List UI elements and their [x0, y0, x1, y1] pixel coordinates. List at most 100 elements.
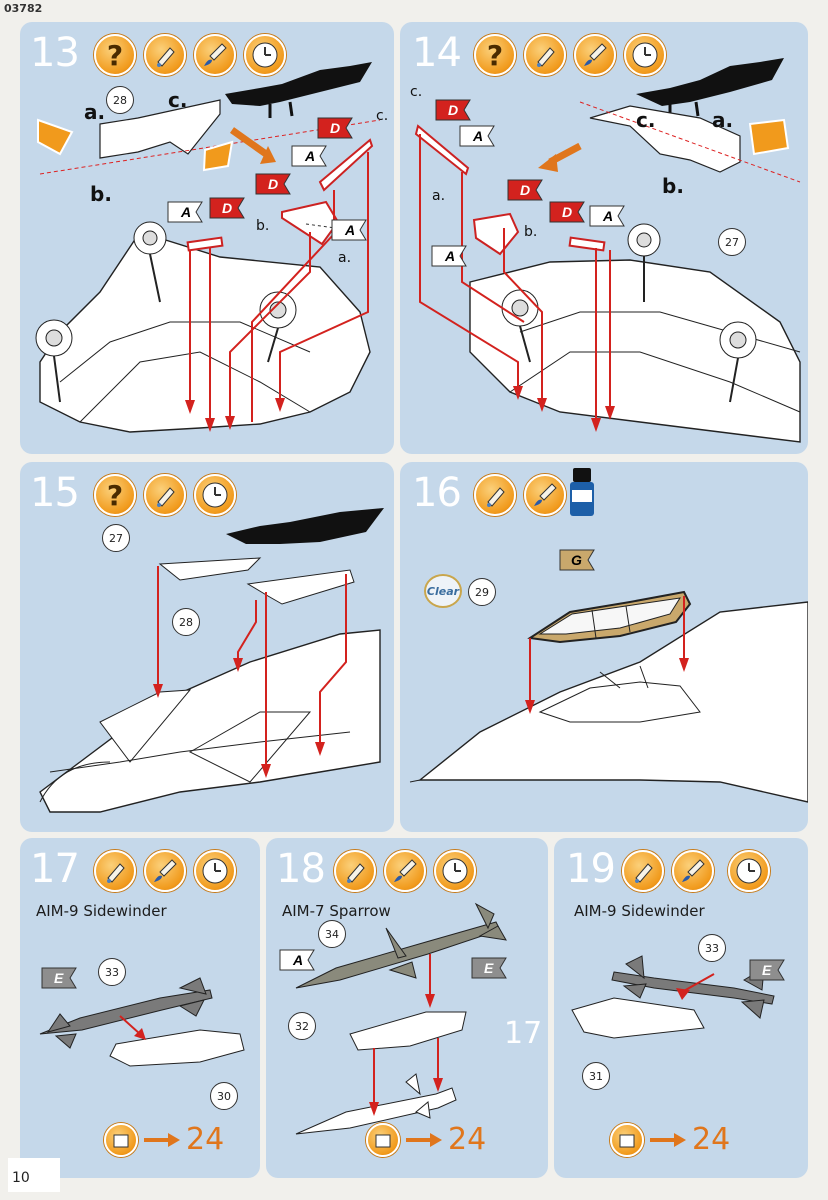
page-number: 10: [8, 1158, 60, 1192]
clock-icon: [624, 34, 666, 76]
svg-text:E: E: [484, 960, 494, 976]
go-to-step-number: 24: [186, 1122, 225, 1157]
step-16-panel: 16 Clear 29 G: [400, 462, 808, 832]
step-number: 13: [30, 30, 80, 76]
svg-text:E: E: [762, 962, 772, 978]
arrow-right-icon: [144, 1132, 180, 1147]
part-callout: 27: [718, 228, 746, 256]
label-c-small: c.: [376, 108, 389, 124]
glue-icon: [622, 850, 664, 892]
decal-flag-a: A: [331, 219, 367, 241]
svg-text:D: D: [330, 120, 340, 136]
part-callout: 29: [468, 578, 496, 606]
clock-icon: [434, 850, 476, 892]
clock-icon: [244, 34, 286, 76]
go-to-step: 24: [104, 1122, 224, 1157]
step-subtitle: AIM-9 Sidewinder: [574, 902, 705, 920]
step-number: 17: [30, 846, 80, 892]
step-19-panel: 19 AIM-9 Sidewinder 33 31 E 24: [554, 838, 808, 1178]
part-callout: 33: [698, 934, 726, 962]
decal-flag-d: D: [435, 99, 471, 121]
decal-flag-a: A: [167, 201, 203, 223]
svg-text:A: A: [304, 148, 315, 164]
label-b-small: b.: [256, 218, 270, 234]
glue-icon: [524, 34, 566, 76]
svg-text:A: A: [444, 248, 455, 264]
svg-text:D: D: [448, 102, 458, 118]
step-14-illustration: [414, 58, 801, 443]
svg-text:A: A: [602, 208, 613, 224]
svg-text:D: D: [222, 200, 232, 216]
decal-flag-e: E: [41, 967, 77, 989]
label-c-small: c.: [410, 84, 423, 100]
part-number-label: 17: [504, 1016, 543, 1051]
part-callout: 34: [318, 920, 346, 948]
svg-text:A: A: [344, 222, 355, 238]
decal-flag-d: D: [507, 179, 543, 201]
glue-icon: [334, 850, 376, 892]
svg-text:A: A: [180, 204, 191, 220]
paint-brush-icon: [384, 850, 426, 892]
decal-flag-d: D: [549, 201, 585, 223]
svg-text:E: E: [54, 970, 64, 986]
clock-icon: [728, 850, 770, 892]
label-a-small: a.: [338, 250, 352, 266]
step-15-illustration: [39, 508, 384, 813]
part-callout: 28: [172, 608, 200, 636]
decal-flag-d: D: [317, 117, 353, 139]
step-16-illustration: [409, 590, 808, 803]
arrow-right-icon: [650, 1132, 686, 1147]
question-icon: ?: [94, 474, 136, 516]
part-callout: 30: [210, 1082, 238, 1110]
part-callout: 31: [582, 1062, 610, 1090]
clear-paint-badge: Clear: [424, 574, 462, 608]
decal-flag-e: E: [471, 957, 507, 979]
glue-icon: [474, 474, 516, 516]
step-13-panel: 13 ?: [20, 22, 394, 454]
part-callout: 33: [98, 958, 126, 986]
step-17-panel: 17 AIM-9 Sidewinder 33 30 E 24: [20, 838, 260, 1178]
svg-text:A: A: [472, 128, 483, 144]
step-17-illustration: [39, 977, 245, 1067]
decal-flag-a: A: [279, 949, 315, 971]
clock-icon: [194, 474, 236, 516]
step-18-panel: 18 AIM-7 Sparrow 34 32 17 A E 24: [266, 838, 548, 1178]
paint-brush-icon: [144, 850, 186, 892]
clock-icon: [194, 850, 236, 892]
label-a: a.: [84, 100, 106, 124]
label-a-small: a.: [432, 188, 446, 204]
paint-brush-icon: [194, 34, 236, 76]
step-subtitle: AIM-7 Sparrow: [282, 902, 391, 920]
step-number: 14: [412, 30, 462, 76]
svg-text:D: D: [520, 182, 530, 198]
part-callout: 27: [102, 524, 130, 552]
go-to-step: 24: [610, 1122, 730, 1157]
go-to-step: 24: [366, 1122, 486, 1157]
label-b-small: b.: [524, 224, 538, 240]
question-icon: ?: [94, 34, 136, 76]
step-subtitle: AIM-9 Sidewinder: [36, 902, 167, 920]
svg-text:A: A: [292, 952, 303, 968]
step-number: 18: [276, 846, 326, 892]
label-c: c.: [636, 108, 656, 132]
step-number: 19: [566, 846, 616, 892]
svg-text:D: D: [562, 204, 572, 220]
decal-flag-a: A: [589, 205, 625, 227]
decal-flag-a: A: [291, 145, 327, 167]
step-14-panel: 14 ? 27 a. b. c.: [400, 22, 808, 454]
label-b: b.: [90, 182, 112, 206]
step-19-illustration: [571, 955, 775, 1039]
decal-flag-a: A: [459, 125, 495, 147]
glue-icon: [144, 34, 186, 76]
paint-brush-icon: [524, 474, 566, 516]
decal-flag-d: D: [209, 197, 245, 219]
box-icon: [104, 1122, 138, 1157]
label-c: c.: [168, 88, 188, 112]
kit-code: 03782: [4, 2, 43, 15]
step-15-panel: 15 ? 27 28: [20, 462, 394, 832]
decal-flag-d: D: [255, 173, 291, 195]
glue-icon: [94, 850, 136, 892]
paint-brush-icon: [672, 850, 714, 892]
arrow-right-icon: [406, 1132, 442, 1147]
paint-bottle-icon: [570, 468, 594, 516]
